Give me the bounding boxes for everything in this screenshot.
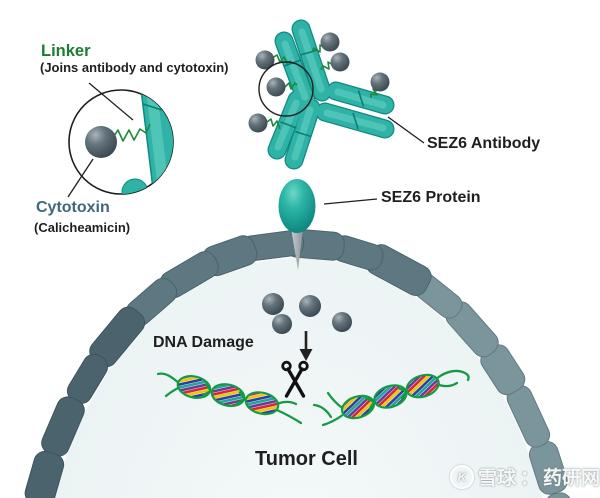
dna-orphan-strand — [312, 403, 333, 419]
dna-helix-left — [156, 372, 303, 425]
dna-break-tail — [276, 409, 303, 425]
release-arrow — [299, 331, 313, 361]
cytotoxin-sphere — [330, 52, 350, 72]
cytotoxin-sphere — [262, 293, 284, 315]
linker-label: Linker — [41, 42, 91, 60]
linker-zigzag — [266, 118, 281, 130]
membrane-blob — [24, 450, 65, 498]
watermark-brand: 雪球 — [478, 468, 517, 489]
antibody-pointer-line — [387, 116, 425, 144]
cytotoxin-sphere — [332, 312, 352, 332]
dna-bulge — [244, 391, 280, 416]
linker-inset — [68, 89, 174, 195]
cytotoxin-sphere — [320, 32, 340, 52]
protein-body — [278, 179, 316, 233]
linker-sublabel: (Joins antibody and cytotoxin) — [40, 60, 229, 75]
cytotoxin-sphere — [272, 314, 292, 334]
membrane-blob — [545, 492, 579, 498]
zoom-source-circle — [258, 61, 314, 117]
sez6-protein — [278, 179, 316, 270]
cytotoxin-label: Cytotoxin — [36, 199, 110, 216]
cytotoxin-sphere — [255, 50, 275, 70]
cytotoxin-sublabel: (Calicheamicin) — [34, 220, 131, 235]
inset-linker-zigzag — [111, 123, 151, 142]
dna-break-tail — [321, 414, 344, 427]
watermark: K 雪球：药研网 — [450, 463, 600, 490]
sez6-protein-label: SEZ6 Protein — [381, 189, 481, 206]
linker-zigzag — [284, 82, 298, 90]
xueqiu-logo-icon: K — [450, 464, 474, 489]
protein-pointer-line — [323, 198, 378, 205]
cytotoxin-sphere — [370, 72, 390, 92]
released-cytotoxins — [262, 293, 352, 334]
tumor-cell-label: Tumor Cell — [255, 448, 358, 470]
cytotoxin-sphere — [266, 77, 286, 97]
cytotoxin-sphere — [248, 113, 268, 133]
linker-zigzag — [320, 61, 334, 71]
sez6-antibody-label: SEZ6 Antibody — [427, 135, 541, 152]
antibody-domain-dividers — [280, 49, 365, 138]
dna-tail — [437, 381, 459, 388]
dna-helix-right — [321, 369, 470, 427]
annotation-lines — [67, 82, 425, 205]
watermark-separator: ： — [520, 468, 540, 489]
dna-bulge — [405, 373, 440, 399]
inset-antibody-dome — [121, 178, 149, 194]
inset-antibody-arm-highlight — [145, 90, 169, 192]
cytotoxin-sphere — [299, 295, 321, 317]
dna-tail — [436, 369, 470, 382]
sez6-antibody — [267, 19, 395, 170]
linker-pointer-line — [88, 82, 134, 121]
watermark-site: 药研网 — [543, 468, 600, 489]
cytotoxin-pointer-line — [67, 158, 94, 198]
antibody-cytotoxins — [248, 32, 390, 133]
inset-cytotoxin-sphere — [85, 126, 117, 158]
linker-zigzag — [370, 88, 378, 98]
cell-membrane — [24, 228, 579, 498]
scissors-icon — [281, 360, 309, 398]
protein-anchor-spike — [290, 222, 304, 270]
dna-damage-label: DNA Damage — [153, 334, 254, 351]
dna-break-tail — [276, 400, 298, 406]
